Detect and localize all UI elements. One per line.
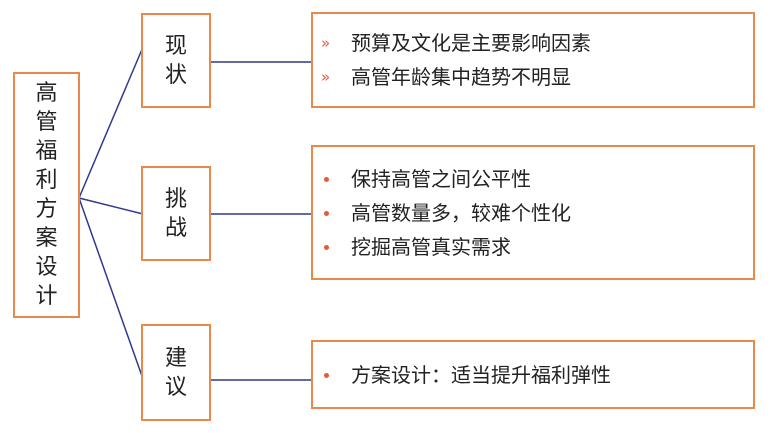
root-char-6: 案 [35, 226, 58, 251]
detail-item-text: 高管数量多，较难个性化 [351, 200, 571, 225]
detail-item-text: 挖掘高管真实需求 [351, 234, 511, 259]
detail-box-3: 方案设计：适当提升福利弹性 [311, 340, 755, 409]
root-char-7: 设 [35, 255, 58, 280]
connector-root-to-branch-1 [78, 46, 144, 199]
connector-root-to-branch-2 [78, 197, 144, 215]
branch-node-1: 现 状 [141, 13, 211, 108]
detail-item-text: 预算及文化是主要影响因素 [351, 31, 591, 55]
branch-3-char-1: 建 [164, 345, 187, 371]
detail-item-text: 保持高管之间公平性 [351, 166, 531, 191]
branch-2-char-1: 挑 [164, 186, 187, 212]
detail-box-2: 保持高管之间公平性 高管数量多，较难个性化 挖掘高管真实需求 [311, 145, 755, 280]
branch-1-char-1: 现 [164, 33, 187, 59]
root-char-1: 高 [35, 81, 58, 106]
detail-item: 方案设计：适当提升福利弹性 [324, 358, 753, 392]
bullet-dot-icon [324, 210, 329, 216]
root-char-5: 方 [35, 197, 58, 222]
branch-2-char-2: 战 [164, 215, 187, 241]
detail-item: 高管数量多，较难个性化 [324, 196, 753, 230]
detail-box-1: » 预算及文化是主要影响因素 » 高管年龄集中趋势不明显 [311, 12, 755, 108]
bullet-icon: » [321, 68, 331, 86]
root-node: 高 管 福 利 方 案 设 计 [13, 72, 80, 318]
root-char-2: 管 [35, 110, 58, 135]
branch-3-char-2: 议 [164, 374, 187, 400]
root-char-4: 利 [35, 168, 58, 193]
branch-node-2: 挑 战 [141, 166, 211, 261]
detail-item: » 预算及文化是主要影响因素 [321, 26, 753, 60]
bullet-dot-icon [324, 176, 329, 182]
bullet-dot-icon [324, 244, 329, 250]
detail-item-text: 方案设计：适当提升福利弹性 [351, 362, 611, 387]
root-char-3: 福 [35, 139, 58, 164]
bullet-icon: » [321, 34, 331, 52]
detail-item: 挖掘高管真实需求 [324, 230, 753, 264]
connector-root-to-branch-3 [78, 197, 144, 380]
detail-item-text: 高管年龄集中趋势不明显 [351, 65, 571, 89]
root-char-8: 计 [35, 284, 58, 309]
detail-item: » 高管年龄集中趋势不明显 [321, 60, 753, 94]
branch-node-3: 建 议 [141, 324, 211, 421]
bullet-dot-icon [324, 372, 329, 378]
detail-item: 保持高管之间公平性 [324, 162, 753, 196]
branch-1-char-2: 状 [164, 62, 187, 88]
